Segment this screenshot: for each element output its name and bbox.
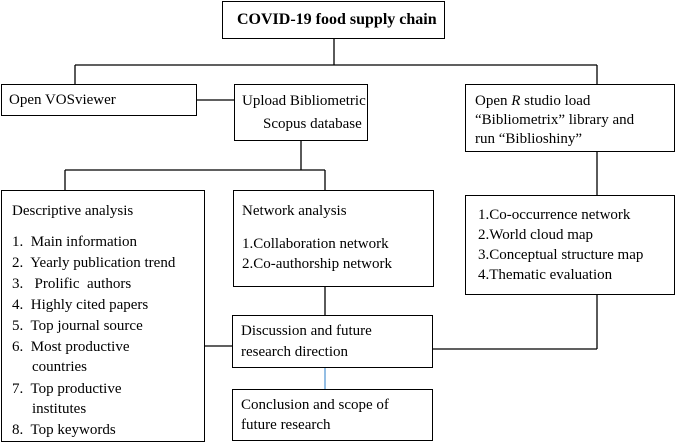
descriptive-heading: Descriptive analysis (12, 203, 134, 219)
network-item: 2.Co-authorship network (242, 256, 392, 272)
rstudio-line-1-post: studio load (520, 93, 591, 109)
title-text: COVID-19 food supply chain (237, 11, 437, 28)
rstudio-line-1-pre: Open (475, 93, 512, 109)
rstudio-line-2: “Bibliometrix” library and (475, 112, 635, 128)
descriptive-box: Descriptive analysis 1. Main information… (1, 190, 205, 442)
vosviewer-text: Open VOSviewer (9, 92, 116, 108)
discussion-box: Discussion and future research direction (232, 315, 433, 368)
descriptive-item: 6. Most productive (12, 339, 130, 355)
descriptive-item-cont: institutes (32, 401, 87, 417)
conclusion-box: Conclusion and scope of future research (232, 389, 433, 441)
biblioshiny-box: 1.Co-occurrence network 2.World cloud ma… (465, 195, 675, 295)
vosviewer-box: Open VOSviewer (1, 84, 197, 116)
descriptive-item: 3. Prolific authors (12, 276, 132, 292)
biblioshiny-item: 3.Conceptual structure map (478, 247, 644, 263)
biblioshiny-item: 1.Co-occurrence network (478, 207, 631, 223)
upload-box: Upload Bibliometric Scopus database (234, 84, 368, 141)
descriptive-item-cont: countries (32, 359, 87, 375)
rstudio-line-1-r: R (511, 93, 521, 109)
descriptive-item: 4. Highly cited papers (12, 297, 149, 313)
descriptive-item: 7. Top productive (12, 381, 122, 397)
title-box: COVID-19 food supply chain (222, 1, 445, 39)
conclusion-line-1: Conclusion and scope of (241, 397, 389, 413)
descriptive-item: 2. Yearly publication trend (12, 255, 176, 271)
descriptive-item: 1. Main information (12, 234, 137, 250)
biblioshiny-item: 2.World cloud map (478, 227, 594, 243)
rstudio-box: Open R studio load “Bibliometrix” librar… (465, 84, 675, 152)
discussion-line-1: Discussion and future (241, 323, 372, 339)
upload-line-1: Upload Bibliometric (242, 93, 366, 109)
network-item: 1.Collaboration network (242, 236, 389, 252)
network-heading: Network analysis (242, 203, 347, 219)
rstudio-line-3: run “Biblioshiny” (475, 131, 583, 147)
descriptive-item: 8. Top keywords (12, 422, 116, 438)
network-box: Network analysis 1.Collaboration network… (233, 190, 434, 287)
biblioshiny-item: 4.Thematic evaluation (478, 267, 613, 283)
descriptive-item: 5. Top journal source (12, 318, 143, 334)
rstudio-line-1: Open R studio load (475, 91, 590, 111)
upload-line-2: Scopus database (263, 116, 362, 132)
discussion-line-2: research direction (241, 344, 349, 360)
conclusion-line-2: future research (241, 417, 331, 433)
